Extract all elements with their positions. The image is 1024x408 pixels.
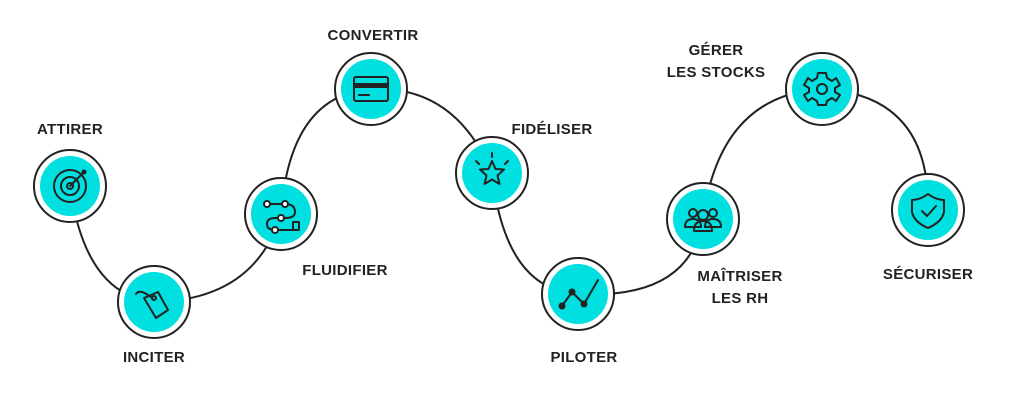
step-node — [666, 182, 740, 256]
node-fill — [462, 143, 522, 203]
step-node — [891, 173, 965, 247]
step-node — [785, 52, 859, 126]
target-icon — [53, 169, 87, 203]
step-label-maitriser: MAÎTRISER LES RH — [697, 266, 782, 310]
step-label-attirer: ATTIRER — [37, 121, 103, 138]
line-chart-icon — [558, 279, 599, 310]
step-node — [33, 149, 107, 223]
star-icon — [475, 152, 509, 185]
step-node — [334, 52, 408, 126]
price-tag-icon — [135, 290, 169, 319]
label-line-2: LES RH — [711, 290, 769, 307]
node-fill — [341, 59, 401, 119]
step-label-piloter: PILOTER — [550, 349, 618, 366]
step-label-convertir: CONVERTIR — [327, 27, 419, 44]
node-fill — [548, 264, 608, 324]
step-node — [455, 136, 529, 210]
node-fill — [792, 59, 852, 119]
step-label-fideliser: FIDÉLISER — [511, 121, 593, 138]
route-path-icon — [263, 200, 300, 234]
step-label-inciter: INCITER — [122, 349, 186, 366]
step-node — [541, 257, 615, 331]
credit-card-icon — [353, 76, 389, 102]
step-label-securiser: SÉCURISER — [882, 266, 974, 283]
step-node — [117, 265, 191, 339]
node-fill — [898, 180, 958, 240]
gear-icon — [803, 72, 841, 106]
shield-check-icon — [911, 193, 945, 229]
label-line-1: MAÎTRISER — [697, 268, 783, 285]
node-fill — [124, 272, 184, 332]
step-label-fluidifier: FLUIDIFIER — [302, 262, 388, 279]
label-line-1: GÉRER — [688, 42, 744, 59]
team-icon — [684, 208, 722, 232]
step-node — [244, 177, 318, 251]
label-line-2: LES STOCKS — [666, 64, 766, 81]
step-label-gerer: GÉRER LES STOCKS — [667, 40, 766, 84]
